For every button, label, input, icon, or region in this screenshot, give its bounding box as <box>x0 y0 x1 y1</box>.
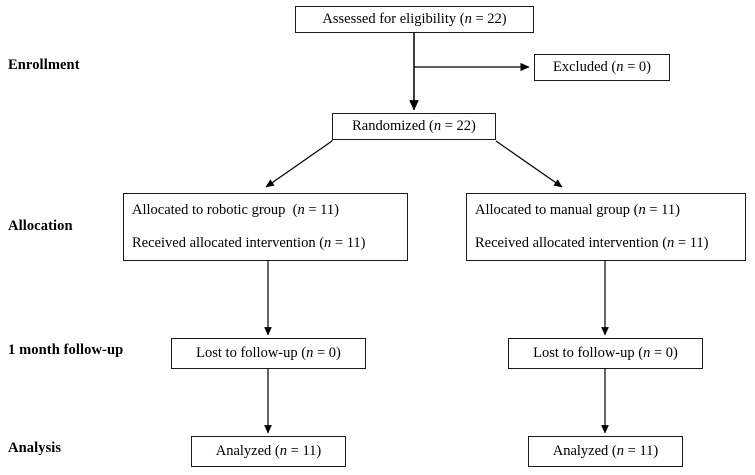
node-excluded: Excluded (n = 0) <box>534 54 670 81</box>
node-lost-to-followup-manual: Lost to follow-up (n = 0) <box>508 338 703 369</box>
node-randomized: Randomized (n = 22) <box>332 113 496 140</box>
node-allocated-manual-line-2: Received allocated intervention (n = 11) <box>475 235 709 251</box>
node-allocated-robotic-line-1: Allocated to robotic group (n = 11) <box>132 202 339 219</box>
node-lost-robotic-line-1: Lost to follow-up (n = 0) <box>196 345 341 362</box>
node-allocated-manual-line-1: Allocated to manual group (n = 11) <box>475 202 680 219</box>
node-allocated-robotic-line-2: Received allocated intervention (n = 11) <box>132 235 366 251</box>
connector-randomized-to-manual <box>495 140 563 188</box>
node-analyzed-manual: Analyzed (n = 11) <box>528 436 683 467</box>
stage-label-follow-up: 1 month follow-up <box>8 342 124 358</box>
node-analyzed-manual-line-1: Analyzed (n = 11) <box>552 443 659 460</box>
node-allocated-manual: Allocated to manual group (n = 11) Recei… <box>466 193 746 261</box>
connector-randomized-to-robotic <box>265 140 333 188</box>
stage-label-enrollment: Enrollment <box>8 57 80 73</box>
node-excluded-line-1: Excluded (n = 0) <box>553 59 651 76</box>
node-lost-manual-line-1: Lost to follow-up (n = 0) <box>533 345 678 362</box>
node-randomized-line-1: Randomized (n = 22) <box>352 118 476 135</box>
stage-label-analysis: Analysis <box>8 440 62 456</box>
node-analyzed-robotic-line-1: Analyzed (n = 11) <box>215 443 322 460</box>
node-assessed-line-1: Assessed for eligibility (n = 22) <box>322 11 507 28</box>
stage-label-allocation: Allocation <box>8 218 73 234</box>
node-allocated-robotic: Allocated to robotic group (n = 11) Rece… <box>123 193 408 261</box>
node-assessed-for-eligibility: Assessed for eligibility (n = 22) <box>295 6 534 33</box>
node-lost-to-followup-robotic: Lost to follow-up (n = 0) <box>171 338 366 369</box>
node-analyzed-robotic: Analyzed (n = 11) <box>191 436 346 467</box>
